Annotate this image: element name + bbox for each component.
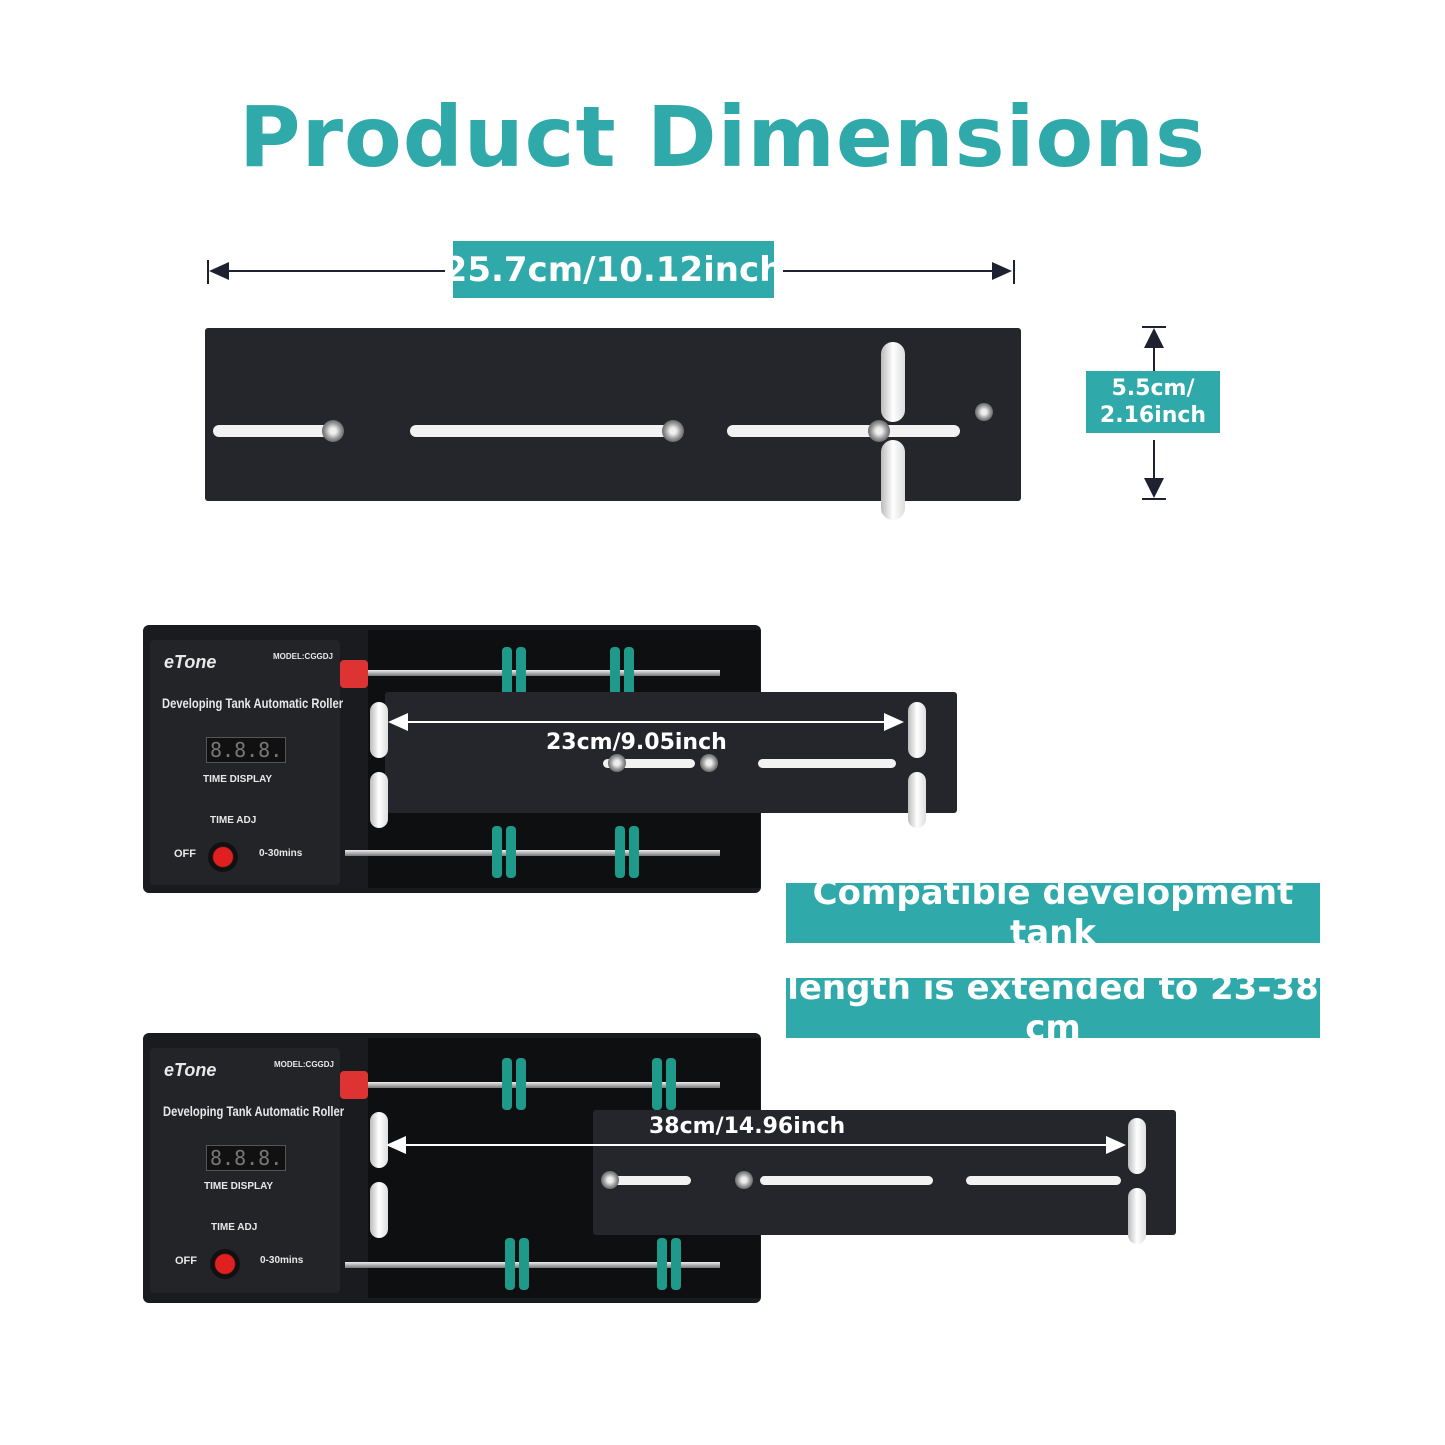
page-title: Product Dimensions xyxy=(239,88,1206,186)
roller-wheel xyxy=(881,440,905,520)
note-length: length is extended to 23-38 cm xyxy=(786,968,1320,1048)
range-label: 0-30mins xyxy=(260,1255,304,1266)
range-label: 0-30mins xyxy=(259,848,303,859)
slot xyxy=(727,425,960,437)
max-length-label: 38cm/14.96inch xyxy=(649,1114,846,1139)
bolt xyxy=(975,403,993,421)
height-label: 5.5cm/ 2.16inch xyxy=(1086,371,1220,433)
time-adj-label: TIME ADJ xyxy=(210,815,257,826)
bolt xyxy=(662,420,684,442)
bolt xyxy=(322,420,344,442)
time-knob[interactable] xyxy=(208,842,238,872)
width-label: 25.7cm/10.12inch xyxy=(444,241,783,298)
bolt xyxy=(868,420,890,442)
model-label: MODEL:CGGDJ xyxy=(274,1060,334,1069)
brand-logo: eTone xyxy=(164,1060,217,1080)
slot xyxy=(410,425,672,437)
note-compatible: Compatible development tank xyxy=(786,873,1320,953)
time-knob[interactable] xyxy=(210,1249,240,1279)
time-display: 8.8.8. xyxy=(206,1145,287,1171)
roller-wheel xyxy=(881,342,905,422)
device-name: Developing Tank Automatic Roller xyxy=(163,1103,345,1119)
min-length-label: 23cm/9.05inch xyxy=(546,730,727,755)
time-display: 8.8.8. xyxy=(206,737,287,763)
model-label: MODEL:CGGDJ xyxy=(273,652,333,661)
device-name: Developing Tank Automatic Roller xyxy=(162,695,344,711)
off-label: OFF xyxy=(174,848,196,860)
time-display-label: TIME DISPLAY xyxy=(203,774,273,785)
height-label-line1: 5.5cm/ xyxy=(1111,376,1195,401)
off-label: OFF xyxy=(175,1255,197,1267)
brand-logo: eTone xyxy=(164,652,217,672)
slot xyxy=(213,425,335,437)
time-display-label: TIME DISPLAY xyxy=(204,1181,274,1192)
height-label-line2: 2.16inch xyxy=(1099,403,1207,428)
time-adj-label: TIME ADJ xyxy=(211,1222,258,1233)
